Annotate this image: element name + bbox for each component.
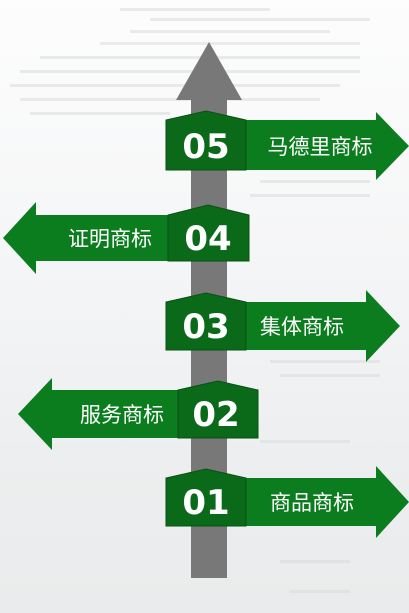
sign-04: 04 证明商标 bbox=[3, 202, 250, 274]
sign-02: 02 服务商标 bbox=[18, 378, 259, 450]
sign-number: 02 bbox=[192, 395, 239, 435]
sign-number-tab bbox=[165, 468, 247, 527]
sign-03: 03 集体商标 bbox=[165, 290, 400, 362]
sign-01: 01 商品商标 bbox=[165, 466, 409, 538]
sign-number-tab bbox=[165, 292, 247, 351]
sign-number-tab bbox=[167, 204, 250, 262]
sign-number: 05 bbox=[182, 127, 229, 167]
sign-number: 04 bbox=[184, 219, 231, 259]
sign-label: 马德里商标 bbox=[268, 135, 373, 159]
sign-number: 03 bbox=[182, 307, 229, 347]
sign-number-tab bbox=[177, 380, 259, 439]
sign-label: 集体商标 bbox=[260, 315, 344, 339]
sign-label: 证明商标 bbox=[68, 227, 152, 251]
pole-arrow-head bbox=[176, 42, 242, 100]
sign-05: 05 马德里商标 bbox=[165, 110, 409, 180]
sign-number-tab bbox=[165, 110, 247, 171]
sign-label: 商品商标 bbox=[270, 491, 354, 515]
sign-number: 01 bbox=[182, 483, 229, 523]
sign-label: 服务商标 bbox=[80, 403, 164, 427]
